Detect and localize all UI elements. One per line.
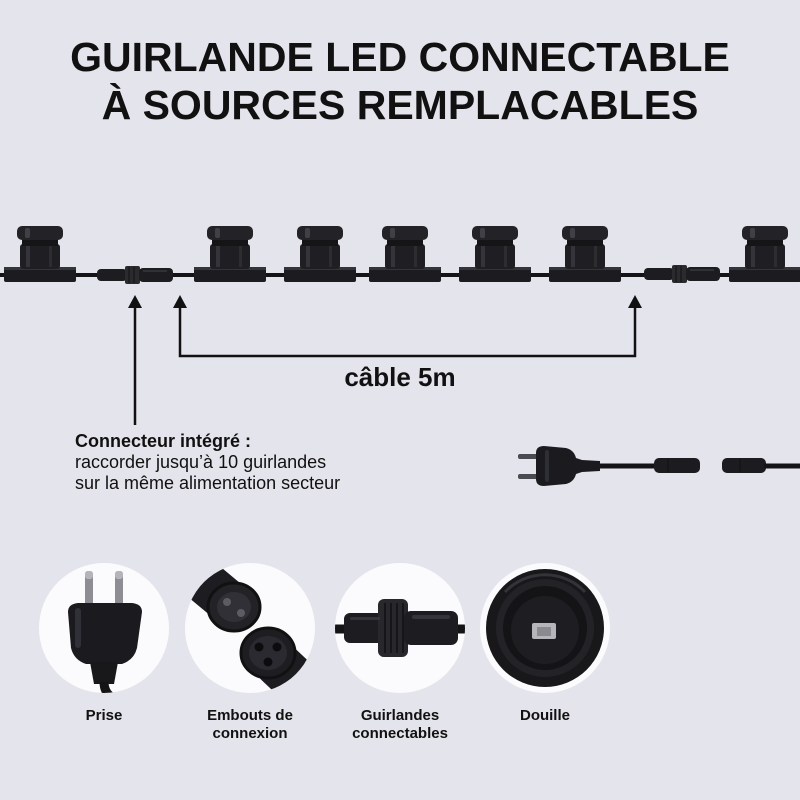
feature-label-line: Douille bbox=[519, 707, 570, 724]
inline-connector-icon bbox=[335, 599, 465, 657]
feature-label-douille: Douille bbox=[470, 707, 620, 725]
cable-length-label: câble 5m bbox=[344, 362, 456, 392]
bulb-socket bbox=[729, 226, 800, 282]
connector-note-line-2: sur la même alimentation secteur bbox=[75, 473, 341, 493]
connector-note-line-1: raccorder jusqu’à 10 guirlandes bbox=[75, 452, 327, 472]
bulb-socket bbox=[549, 226, 621, 282]
bulb-socket bbox=[284, 226, 356, 282]
power-plug-cable bbox=[518, 446, 800, 486]
cable-length-bracket bbox=[173, 295, 642, 358]
bulb-socket bbox=[4, 226, 76, 282]
title-line-1: GUIRLANDE LED CONNECTABLE bbox=[70, 34, 730, 80]
feature-label-line: connexion bbox=[212, 725, 288, 742]
connector-pointer-arrow bbox=[128, 295, 142, 425]
feature-label-prise: Prise bbox=[29, 707, 179, 725]
bulb-socket bbox=[369, 226, 441, 282]
socket-icon bbox=[486, 569, 604, 687]
feature-label-guirlandes: Guirlandes connectables bbox=[325, 707, 475, 743]
page-title: GUIRLANDE LED CONNECTABLE À SOURCES REMP… bbox=[0, 33, 800, 129]
feature-label-line: connectables bbox=[352, 725, 448, 742]
feature-label-line: Embouts de bbox=[207, 707, 293, 724]
bulb-socket bbox=[194, 226, 266, 282]
feature-label-line: Guirlandes bbox=[360, 707, 440, 724]
bulb-socket bbox=[459, 226, 531, 282]
inline-connector bbox=[643, 264, 721, 284]
feature-label-line: Prise bbox=[85, 707, 123, 724]
feature-label-embouts: Embouts de connexion bbox=[175, 707, 325, 743]
plug-icon bbox=[68, 571, 169, 693]
inline-connector bbox=[96, 265, 174, 285]
connector-note: Connecteur intégré : raccorder jusqu’à 1… bbox=[75, 431, 455, 494]
title-line-2: À SOURCES REMPLACABLES bbox=[101, 82, 699, 128]
connector-note-heading: Connecteur intégré : bbox=[75, 431, 252, 451]
